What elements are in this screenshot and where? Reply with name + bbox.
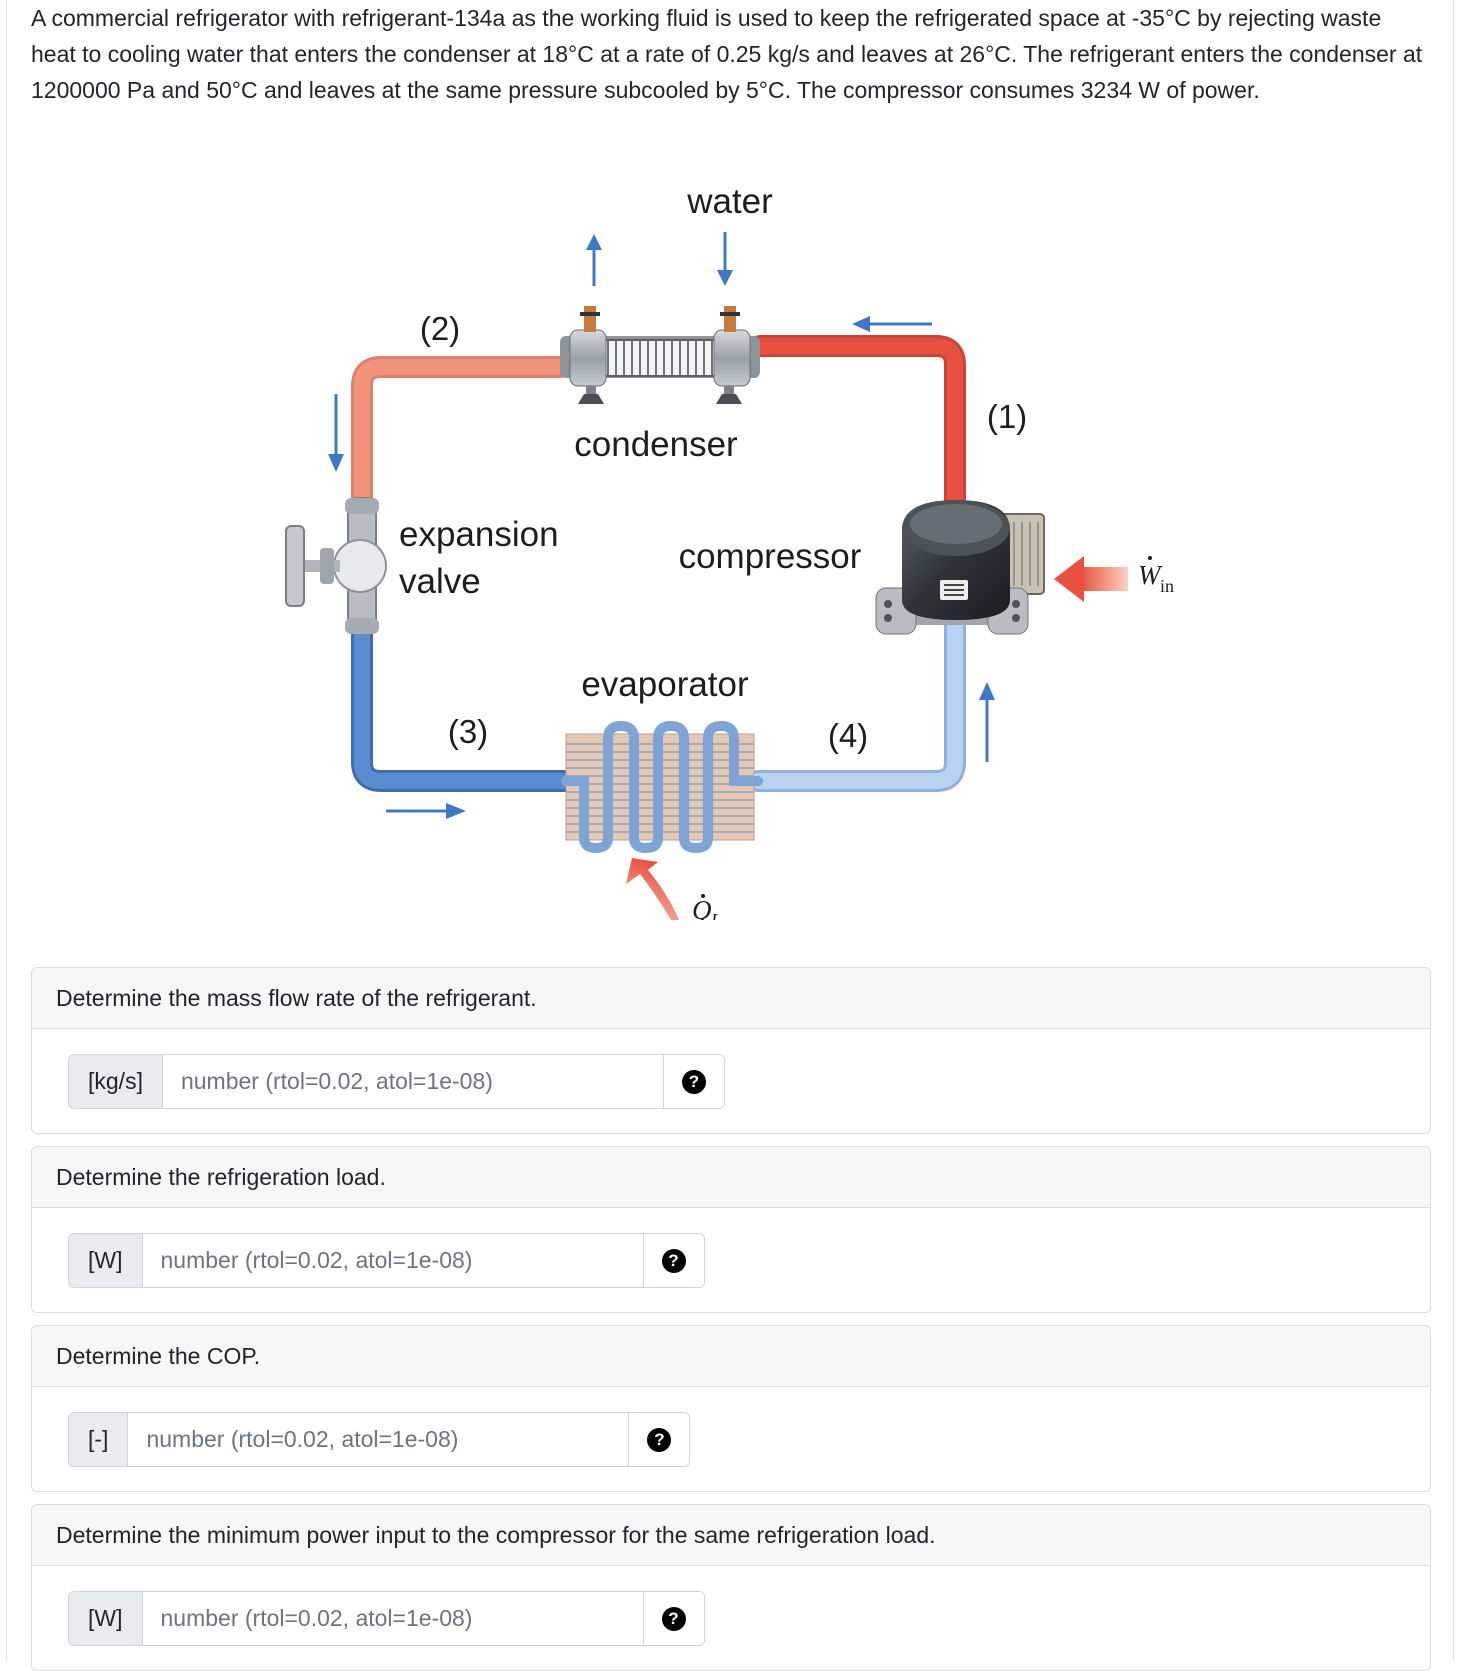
flow-arrows <box>328 232 1128 920</box>
pipe-4-to-1 <box>750 612 963 789</box>
q-l-letter: Q <box>692 895 712 920</box>
question-prompt: Determine the refrigeration load. <box>32 1147 1430 1208</box>
w-in-letter: W <box>1138 560 1163 590</box>
unit-label: [kg/s] <box>69 1055 163 1108</box>
answer-input-group: [W] ? <box>68 1591 705 1646</box>
bottom-flow-arrow <box>386 803 466 819</box>
help-button[interactable]: ? <box>628 1413 690 1466</box>
question-card-cop: Determine the COP. [-] ? <box>31 1325 1431 1492</box>
page-frame <box>6 0 1454 1660</box>
right-flow-arrow <box>979 682 995 762</box>
pipe-1-to-2-outer <box>749 335 966 511</box>
question-prompt: Determine the minimum power input to the… <box>32 1505 1430 1566</box>
answer-input-group: [-] ? <box>68 1412 691 1467</box>
q-l-symbol: Q L <box>692 894 721 920</box>
water-label: water <box>686 182 773 221</box>
pipe-2-to-3-outer <box>351 356 571 511</box>
answer-area: [W] ? <box>32 1208 1430 1312</box>
question-prompt: Determine the mass flow rate of the refr… <box>32 968 1430 1029</box>
condenser-unit <box>560 306 760 404</box>
work-input-arrow <box>1054 556 1128 602</box>
water-in-arrow <box>717 232 733 286</box>
pipe-4-to-1-outer <box>747 609 966 792</box>
refrigerant-pipes <box>351 335 966 792</box>
expansion-valve-label-line2: valve <box>399 562 481 601</box>
heat-input-arrow <box>626 858 680 920</box>
left-flow-arrow <box>328 394 344 472</box>
answer-input-group: [kg/s] ? <box>68 1054 725 1109</box>
answer-area: [kg/s] ? <box>32 1029 1430 1133</box>
answer-area: [W] ? <box>32 1566 1430 1670</box>
state-4-label: (4) <box>828 717 868 754</box>
unit-label: [W] <box>69 1592 143 1645</box>
help-button[interactable]: ? <box>642 1592 704 1645</box>
question-circle-icon: ? <box>647 1427 672 1452</box>
state-2-label: (2) <box>420 310 460 347</box>
compressor-unit <box>875 500 1045 635</box>
refrigeration-cycle-diagram: water condenser expansion valve compress… <box>285 182 1174 920</box>
pipe-3-to-4-outer <box>351 619 577 792</box>
problem-statement: A commercial refrigerator with refrigera… <box>31 5 1423 103</box>
cop-answer-input[interactable] <box>128 1413 629 1466</box>
top-flow-arrow <box>852 316 932 332</box>
help-button[interactable]: ? <box>642 1234 704 1287</box>
q-l-dot <box>701 894 705 898</box>
question-prompt: Determine the COP. <box>32 1326 1430 1387</box>
q-l-subscript: L <box>710 910 721 920</box>
unit-label: [-] <box>69 1413 129 1466</box>
pipe-3-to-4 <box>354 622 574 789</box>
w-in-subscript: in <box>1160 576 1174 596</box>
evaporator-label: evaporator <box>581 665 749 704</box>
pipe-1-to-2 <box>752 338 963 508</box>
question-card-mass-flow: Determine the mass flow rate of the refr… <box>31 967 1431 1134</box>
refrigeration-load-answer-input[interactable] <box>142 1234 643 1287</box>
question-circle-icon: ? <box>681 1069 706 1094</box>
help-button[interactable]: ? <box>662 1055 724 1108</box>
expansion-valve <box>285 497 387 634</box>
w-in-symbol: W in <box>1138 556 1174 596</box>
question-card-min-power: Determine the minimum power input to the… <box>31 1504 1431 1671</box>
condenser-label: condenser <box>574 425 738 464</box>
mass-flow-answer-input[interactable] <box>162 1055 663 1108</box>
pipe-2-to-3 <box>354 359 568 508</box>
compressor-label: compressor <box>679 537 862 576</box>
water-out-arrow <box>586 234 602 286</box>
expansion-valve-label-line1: expansion <box>399 515 559 554</box>
answer-area: [-] ? <box>32 1387 1430 1491</box>
question-card-refrigeration-load: Determine the refrigeration load. [W] ? <box>31 1146 1431 1313</box>
state-3-label: (3) <box>448 713 488 750</box>
question-circle-icon: ? <box>661 1248 686 1273</box>
w-in-dot <box>1148 556 1152 560</box>
unit-label: [W] <box>69 1234 143 1287</box>
min-power-answer-input[interactable] <box>142 1592 643 1645</box>
question-circle-icon: ? <box>661 1606 686 1631</box>
state-1-label: (1) <box>987 398 1027 435</box>
evaporator-unit <box>561 720 763 854</box>
answer-input-group: [W] ? <box>68 1233 705 1288</box>
